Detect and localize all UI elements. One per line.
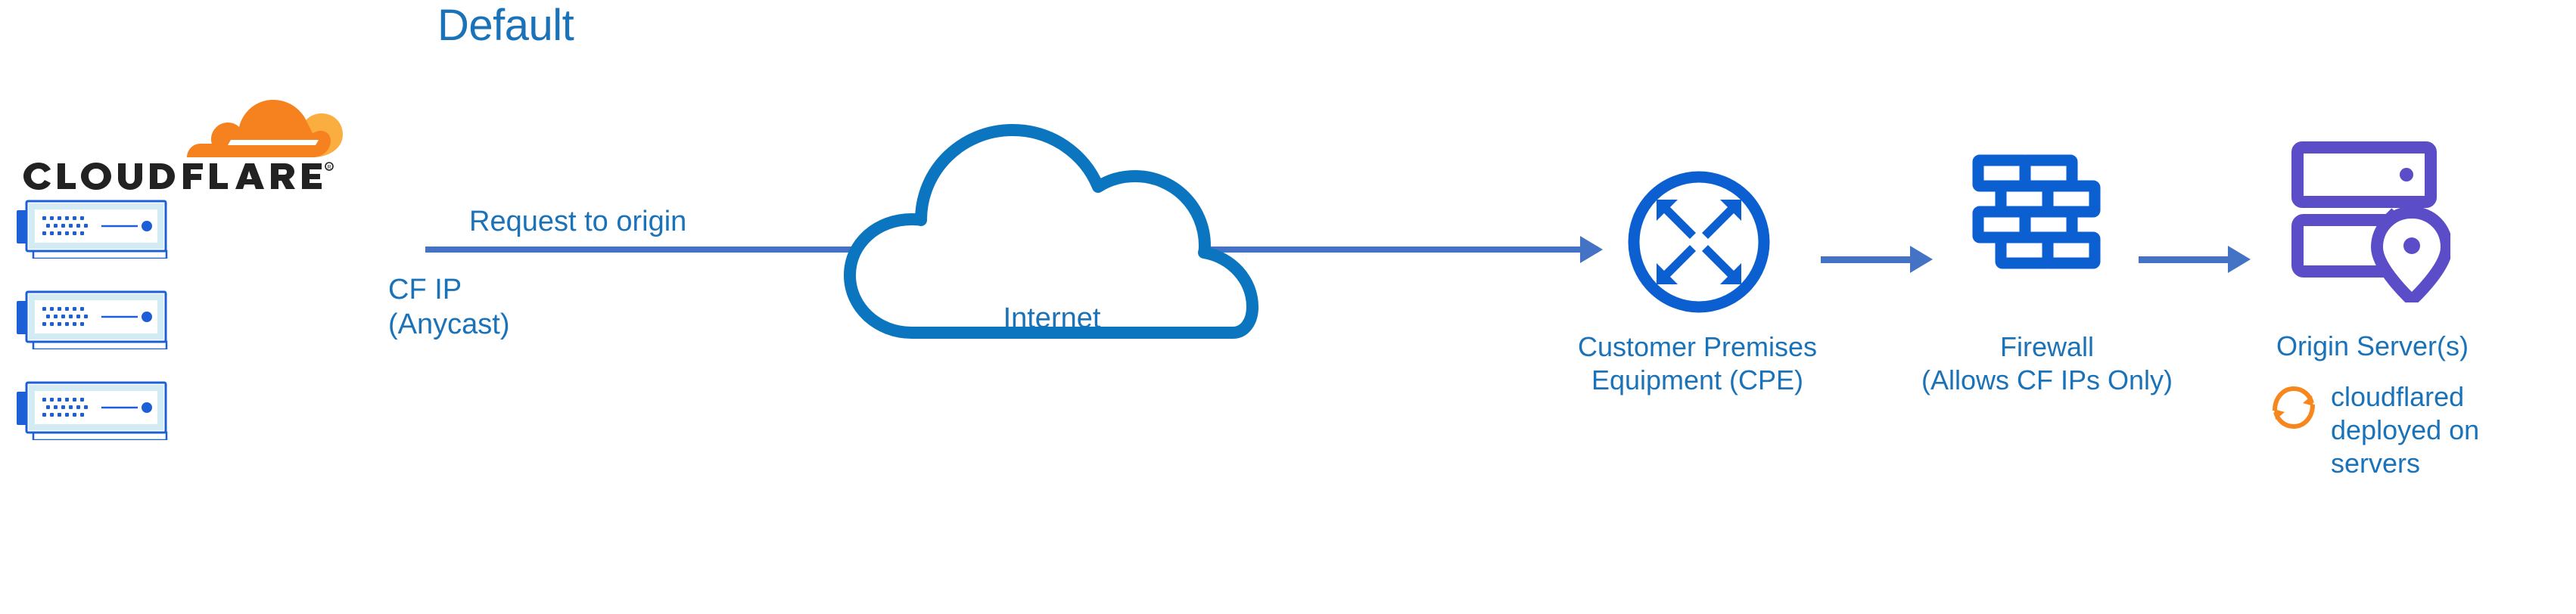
- internet-label: Internet: [1003, 302, 1101, 334]
- cloud-icon: [844, 124, 1258, 339]
- cpe-label: Customer Premises Equipment (CPE): [1546, 330, 1849, 397]
- network-switch-icon: [17, 290, 168, 349]
- brick-wall-icon: [1972, 154, 2101, 269]
- cloudflare-wordmark: R: [23, 162, 334, 190]
- right-arrow-icon: [1580, 236, 1603, 263]
- cloudflare-logo: R: [23, 98, 343, 193]
- cpe-label-line-2: Equipment (CPE): [1591, 364, 1804, 395]
- cf-ip-anycast-label: CF IP (Anycast): [388, 272, 509, 343]
- server-with-location-pin-icon: [2291, 141, 2450, 302]
- firewall-label: Firewall (Allows CF IPs Only): [1896, 330, 2198, 397]
- cf-ip-line-1: CF IP: [388, 274, 462, 305]
- origin-server-label: Origin Server(s): [2276, 330, 2469, 361]
- request-arrow-label: Request to origin: [469, 206, 687, 237]
- right-arrow-icon: [1910, 246, 1933, 273]
- page-title: Default: [437, 1, 574, 50]
- cpe-label-line-1: Customer Premises: [1577, 331, 1818, 362]
- cloudflared-annotation-label: cloudflared deployed on servers: [2331, 380, 2520, 480]
- cloudflared-line-1: cloudflared: [2331, 381, 2465, 412]
- network-switch-icon: [17, 200, 168, 259]
- svg-text:R: R: [327, 165, 331, 170]
- cloudflared-line-2: deployed on: [2331, 414, 2480, 445]
- router-four-arrows-icon: [1628, 171, 1770, 313]
- cloudflare-cloud-logo-icon: [187, 100, 343, 157]
- cf-ip-line-2: (Anycast): [388, 309, 510, 341]
- firewall-label-line-1: Firewall: [1999, 331, 2094, 362]
- firewall-to-origin-arrow-shaft: [2139, 256, 2229, 263]
- network-switch-icon: [17, 381, 168, 440]
- firewall-label-line-2: (Allows CF IPs Only): [1921, 364, 2173, 395]
- cpe-to-firewall-arrow-shaft: [1821, 256, 1912, 263]
- orange-sync-arrows-icon: [2273, 386, 2315, 429]
- right-arrow-icon: [2228, 246, 2251, 273]
- cloudflared-line-3: servers: [2331, 447, 2421, 479]
